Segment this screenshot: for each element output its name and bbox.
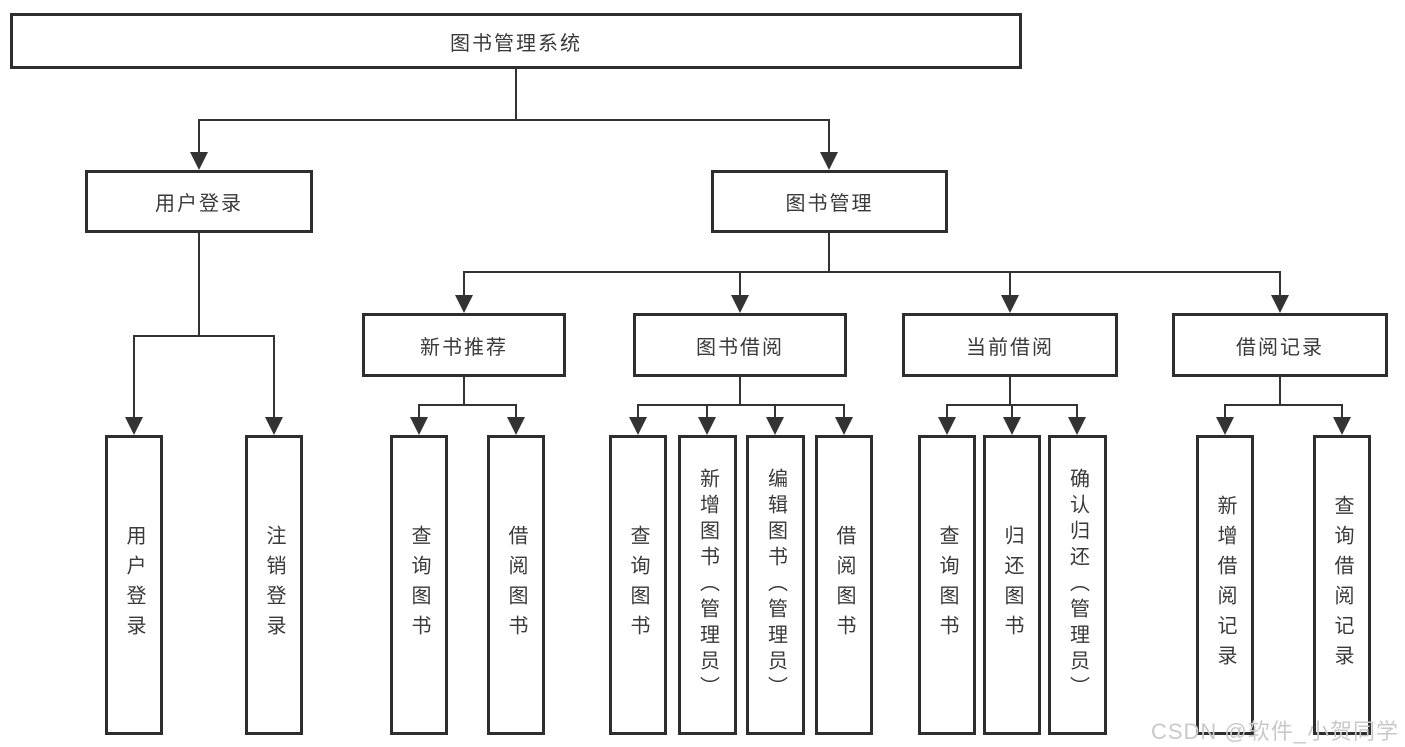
connector-line <box>515 69 517 120</box>
leaf-borrow-borrow-book: 借阅图书 <box>815 435 873 735</box>
connector-line <box>946 404 1078 406</box>
connector-line <box>1279 377 1281 405</box>
leaf-confirm-return-admin-label: 确认归还（管理员） <box>1066 468 1089 702</box>
leaf-query-borrow-record: 查询借阅记录 <box>1313 435 1371 735</box>
connector-line <box>1009 272 1011 297</box>
connector-line <box>1279 272 1281 297</box>
leaf-return-book-label: 归还图书 <box>1001 525 1023 645</box>
connector-line <box>1076 405 1078 419</box>
arrowhead-down-icon <box>265 417 283 435</box>
node-new-book-recommend: 新书推荐 <box>362 313 566 377</box>
leaf-borrow-borrow-book-label: 借阅图书 <box>833 525 855 645</box>
node-borrow-record-label: 借阅记录 <box>1236 336 1324 359</box>
connector-line <box>418 405 420 419</box>
leaf-rec-query-book: 查询图书 <box>390 435 448 735</box>
node-book-management-label: 图书管理 <box>785 193 874 215</box>
connector-line <box>198 120 200 154</box>
connector-line <box>198 119 830 121</box>
arrowhead-down-icon <box>820 152 838 170</box>
arrowhead-down-icon <box>455 295 473 313</box>
node-user-login: 用户登录 <box>85 170 313 233</box>
connector-line <box>637 405 639 419</box>
node-root-label: 图书管理系统 <box>450 32 582 55</box>
leaf-rec-borrow-book-label: 借阅图书 <box>505 525 527 645</box>
connector-line <box>463 272 465 297</box>
connector-line <box>463 271 1281 273</box>
leaf-edit-book-admin-label: 编辑图书（管理员） <box>764 468 787 702</box>
connector-line <box>706 405 708 419</box>
arrowhead-down-icon <box>766 417 784 435</box>
arrowhead-down-icon <box>1068 417 1086 435</box>
arrowhead-down-icon <box>1271 295 1289 313</box>
connector-line <box>133 335 275 337</box>
connector-line <box>198 233 200 336</box>
leaf-user-login: 用户登录 <box>105 435 163 735</box>
leaf-rec-query-book-label: 查询图书 <box>408 525 430 645</box>
connector-line <box>946 405 948 419</box>
leaf-logout-label: 注销登录 <box>263 525 285 645</box>
arrowhead-down-icon <box>1333 417 1351 435</box>
connector-line <box>828 120 830 154</box>
node-current-borrow-label: 当前借阅 <box>966 336 1054 359</box>
arrowhead-down-icon <box>190 152 208 170</box>
node-current-borrow: 当前借阅 <box>902 313 1118 377</box>
connector-line <box>1224 404 1343 406</box>
connector-line <box>1011 405 1013 419</box>
leaf-current-query-book: 查询图书 <box>918 435 976 735</box>
arrowhead-down-icon <box>410 417 428 435</box>
node-book-borrow-label: 图书借阅 <box>696 336 784 359</box>
leaf-add-book-admin-label: 新增图书（管理员） <box>696 468 719 702</box>
connector-line <box>774 405 776 419</box>
arrowhead-down-icon <box>125 417 143 435</box>
leaf-borrow-query-book-label: 查询图书 <box>627 525 649 645</box>
arrowhead-down-icon <box>835 417 853 435</box>
connector-line <box>1341 405 1343 419</box>
node-user-login-label: 用户登录 <box>155 193 243 215</box>
leaf-current-query-book-label: 查询图书 <box>936 525 958 645</box>
arrowhead-down-icon <box>1001 295 1019 313</box>
leaf-query-borrow-record-label: 查询借阅记录 <box>1331 495 1353 675</box>
node-root: 图书管理系统 <box>10 13 1022 69</box>
connector-line <box>515 405 517 419</box>
arrowhead-down-icon <box>938 417 956 435</box>
leaf-add-book-admin: 新增图书（管理员） <box>678 435 737 735</box>
arrowhead-down-icon <box>1003 417 1021 435</box>
leaf-logout: 注销登录 <box>245 435 303 735</box>
connector-line <box>739 377 741 405</box>
connector-line <box>843 405 845 419</box>
csdn-watermark: CSDN @软件_小贺同学 <box>1150 719 1399 744</box>
connector-line <box>418 404 517 406</box>
leaf-borrow-query-book: 查询图书 <box>609 435 667 735</box>
connector-line <box>1009 377 1011 405</box>
connector-line <box>1224 405 1226 419</box>
connector-line <box>463 377 465 405</box>
leaf-add-borrow-record: 新增借阅记录 <box>1196 435 1254 735</box>
connector-line <box>739 272 741 297</box>
leaf-return-book: 归还图书 <box>983 435 1041 735</box>
arrowhead-down-icon <box>629 417 647 435</box>
leaf-edit-book-admin: 编辑图书（管理员） <box>746 435 805 735</box>
leaf-rec-borrow-book: 借阅图书 <box>487 435 545 735</box>
arrowhead-down-icon <box>1216 417 1234 435</box>
node-new-book-recommend-label: 新书推荐 <box>420 336 508 359</box>
connector-line <box>637 404 845 406</box>
leaf-user-login-label: 用户登录 <box>123 525 145 645</box>
leaf-add-borrow-record-label: 新增借阅记录 <box>1214 495 1236 675</box>
arrowhead-down-icon <box>731 295 749 313</box>
leaf-confirm-return-admin: 确认归还（管理员） <box>1048 435 1107 735</box>
node-book-borrow: 图书借阅 <box>633 313 847 377</box>
connector-line <box>133 336 135 419</box>
node-book-management: 图书管理 <box>711 170 948 233</box>
arrowhead-down-icon <box>698 417 716 435</box>
connector-line <box>828 233 830 272</box>
connector-line <box>273 336 275 419</box>
node-borrow-record: 借阅记录 <box>1172 313 1388 377</box>
arrowhead-down-icon <box>507 417 525 435</box>
